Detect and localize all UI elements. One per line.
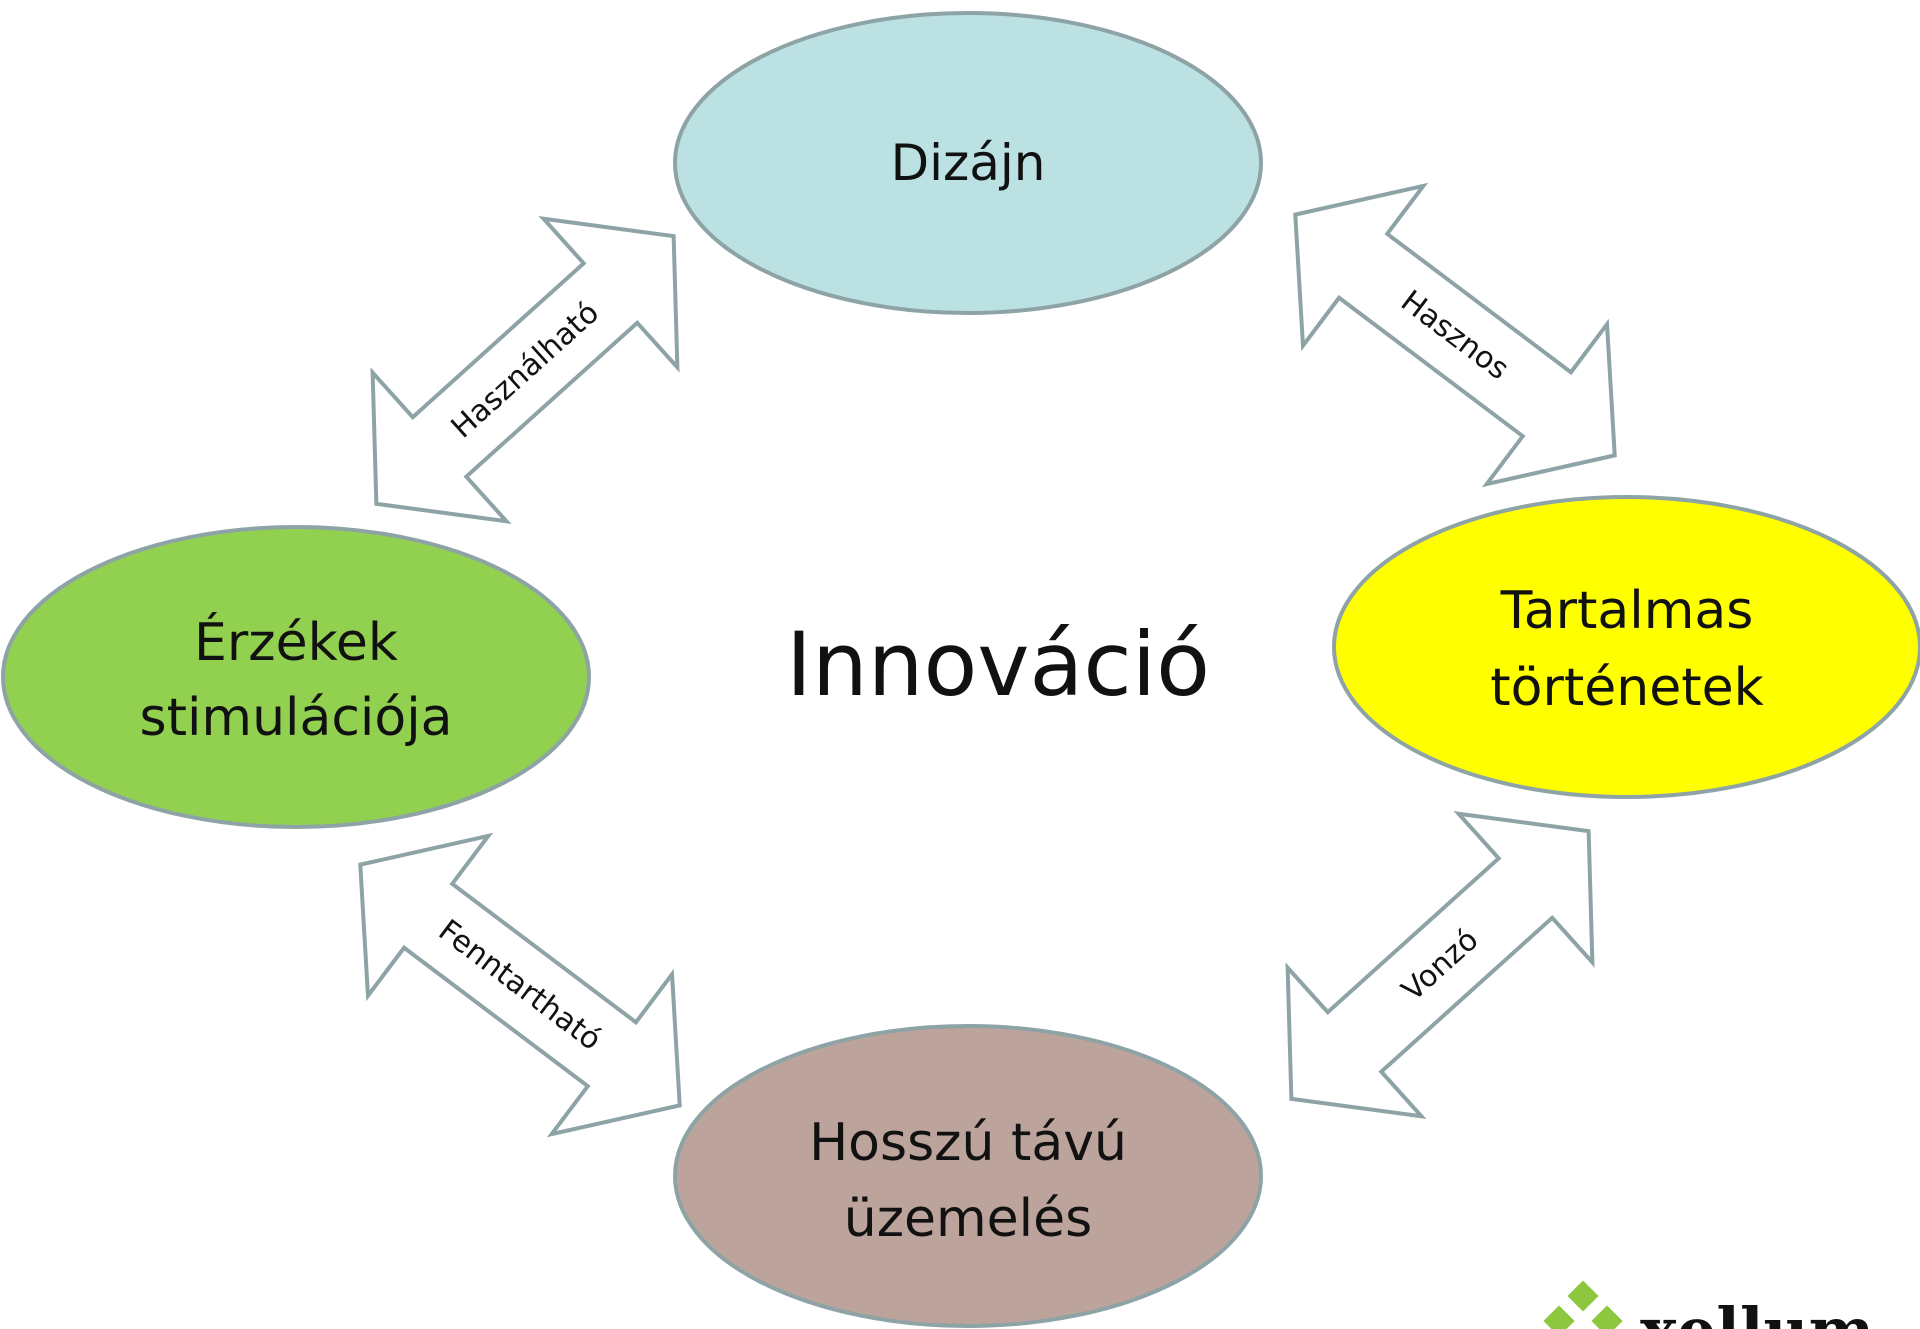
node-senses-ellipse <box>1 525 591 829</box>
arrow-bottom-right: Vonzó <box>1285 811 1595 1119</box>
node-design-ellipse <box>673 11 1263 315</box>
arrow-top-right: Hasznos <box>1293 182 1617 488</box>
logo-text: xellum <box>1640 1294 1874 1329</box>
node-operation-ellipse <box>673 1024 1263 1328</box>
node-senses-line2: stimulációja <box>139 688 452 748</box>
node-operation: Hosszú távú üzemelés <box>673 1024 1263 1328</box>
xellum-logo: xellum <box>1543 1280 1874 1329</box>
node-content-ellipse <box>1332 495 1920 799</box>
node-operation-line1: Hosszú távú <box>809 1113 1127 1173</box>
node-operation-line2: üzemelés <box>844 1189 1092 1249</box>
node-content: Tartalmas történetek <box>1332 495 1920 799</box>
node-senses-line1: Érzékek <box>194 612 398 673</box>
center-title: Innováció <box>786 613 1210 716</box>
arrow-top-left: Használható <box>370 216 680 524</box>
node-content-line2: történetek <box>1490 658 1763 718</box>
node-design-label: Dizájn <box>891 134 1046 192</box>
node-content-line1: Tartalmas <box>1500 581 1754 641</box>
node-design: Dizájn <box>673 11 1263 315</box>
node-senses: Érzékek stimulációja <box>1 525 591 829</box>
arrow-bottom-left: Fenntartható <box>358 832 682 1138</box>
logo-diamond-icon <box>1543 1280 1623 1329</box>
